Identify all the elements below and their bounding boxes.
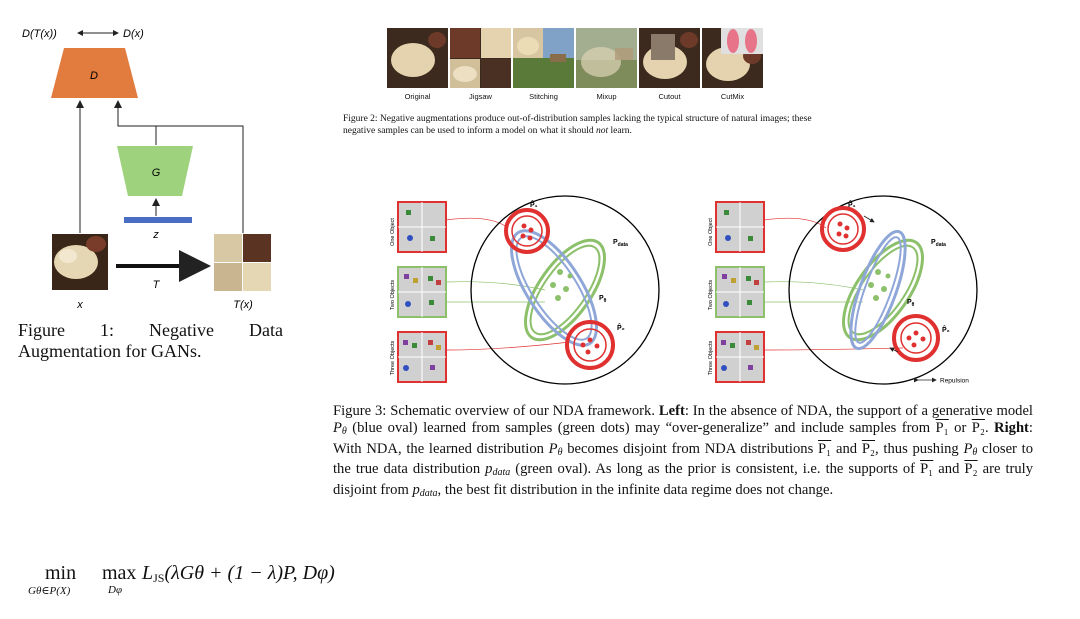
sample-grid-two-objects (715, 266, 765, 318)
row-label-three-objects: Three Objects (708, 340, 714, 375)
sample-grid-two-objects (397, 266, 447, 318)
figure-1-diagram: D(T(x)) D(x) D G z x T (22, 28, 271, 311)
thumbnail-original (387, 28, 448, 88)
figure-2 (385, 26, 785, 106)
figure-2-caption: Figure 2: Negative augmentations produce… (343, 113, 813, 137)
p2-dots (906, 330, 926, 348)
ptheta-oval-inner (854, 236, 902, 344)
thumbnail-label-cutmix: CutMix (720, 92, 745, 101)
thumbnail-label-stitching: Stitching (529, 92, 558, 101)
generator-label: G (152, 167, 161, 179)
ptheta-oval (510, 229, 598, 347)
figure-3-caption: Figure 3: Schematic overview of our NDA … (333, 403, 1034, 499)
figure-3: One Object Two Objects Three Objects (380, 190, 1040, 395)
formula-min-subscript: Gθ∈P(X) (28, 585, 71, 597)
thumbnail-label-original: Original (404, 92, 431, 101)
p1-circle (504, 208, 550, 254)
connector-line (763, 281, 864, 291)
label-t-of-x: T(x) (233, 299, 253, 311)
sample-grid-one-object (397, 201, 447, 253)
p2-circle-inner (573, 328, 607, 362)
p1-label: P̂₁ (530, 200, 538, 209)
thumbnail-mixup (576, 28, 637, 88)
p2-circle (892, 314, 940, 362)
repulsion-arrow (889, 347, 899, 353)
green-sample-dots (868, 269, 891, 301)
p1-circle-inner (511, 215, 543, 247)
repulsion-legend-label: Repulsion (940, 378, 969, 385)
figure-3-left-panel: One Object Two Objects Three Objects (390, 195, 660, 385)
thumbnail-label-mixup: Mixup (596, 92, 617, 101)
p1-dots (836, 221, 850, 239)
sample-grid-three-objects (715, 331, 765, 383)
thumbnail-stitching (513, 28, 574, 88)
pdata-oval-inner (847, 244, 919, 336)
label-t: T (153, 279, 161, 291)
support-circle (470, 195, 660, 385)
row-label-one-object: One Object (708, 218, 714, 246)
connector-line (445, 217, 509, 229)
ptheta-oval (849, 229, 907, 351)
p1-circle (820, 206, 866, 252)
thumbnail-cutmix (702, 28, 763, 88)
p1-label: P̂₁ (848, 200, 856, 209)
figure-2-caption-emphasis: not (596, 126, 609, 136)
figure-2-caption-text: Figure 2: Negative augmentations produce… (343, 114, 812, 136)
figure-2-thumbnails (387, 28, 763, 88)
p2-label: P̂₂ (942, 325, 950, 334)
connector-line (445, 281, 546, 291)
discriminator-label: D (90, 70, 98, 82)
sample-grid-one-object (715, 201, 765, 253)
generator-block (117, 146, 193, 196)
formula-min: min (45, 562, 77, 584)
green-sample-dots (550, 269, 573, 301)
tx-to-d-arrow (114, 100, 244, 233)
thumbnail-cutout (639, 28, 700, 88)
row-label-two-objects: Two Objects (708, 280, 714, 311)
pdata-oval-inner (529, 244, 601, 336)
repulsion-arrow (863, 215, 875, 223)
latent-z-bar (124, 217, 192, 223)
p2-circle-inner (900, 322, 932, 354)
thumbnail-jigsaw (450, 28, 511, 88)
p2-label: P̂₂ (617, 323, 625, 332)
ptheta-label: Pθ (599, 295, 607, 304)
label-x: x (76, 299, 83, 311)
row-label-three-objects: Three Objects (390, 340, 396, 375)
label-d-of-x: D(x) (123, 28, 144, 40)
figure-1: D(T(x)) D(x) D G z x T (0, 0, 300, 320)
formula-max: max (102, 562, 137, 584)
formula-max-subscript: Dφ (108, 584, 123, 596)
label-d-of-t-of-x: D(T(x)) (22, 28, 57, 40)
connector-line (763, 347, 904, 351)
sample-grid-three-objects (397, 331, 447, 383)
row-label-one-object: One Object (390, 218, 396, 246)
figure-1-caption: Figure 1: Negative Data Augmentation for… (18, 320, 283, 361)
p2-circle (565, 320, 615, 370)
discriminator-block (51, 48, 138, 98)
formula-body: LJS(λGθ + (1 − λ)P, Dφ) (142, 562, 335, 585)
connector-line (445, 341, 571, 351)
image-x (52, 234, 108, 290)
p1-circle-inner (827, 213, 859, 245)
thumbnail-label-cutout: Cutout (658, 92, 681, 101)
row-label-two-objects: Two Objects (390, 280, 396, 311)
latent-z-label: z (152, 229, 159, 241)
figure-3-right-panel: One Object Two Objects Three Objects (708, 195, 978, 385)
p2-dots (580, 337, 600, 355)
p1-dots (520, 223, 534, 241)
thumbnail-label-jigsaw: Jigsaw (469, 92, 492, 101)
support-circle (788, 195, 978, 385)
image-tx (214, 234, 271, 291)
ptheta-label: Pθ (907, 299, 915, 308)
figure-2-caption-end: learn. (608, 126, 632, 136)
pdata-label: Pdata (613, 239, 628, 248)
figure-3-diagram: One Object Two Objects Three Objects (390, 195, 978, 385)
pdata-label: Pdata (931, 239, 946, 248)
